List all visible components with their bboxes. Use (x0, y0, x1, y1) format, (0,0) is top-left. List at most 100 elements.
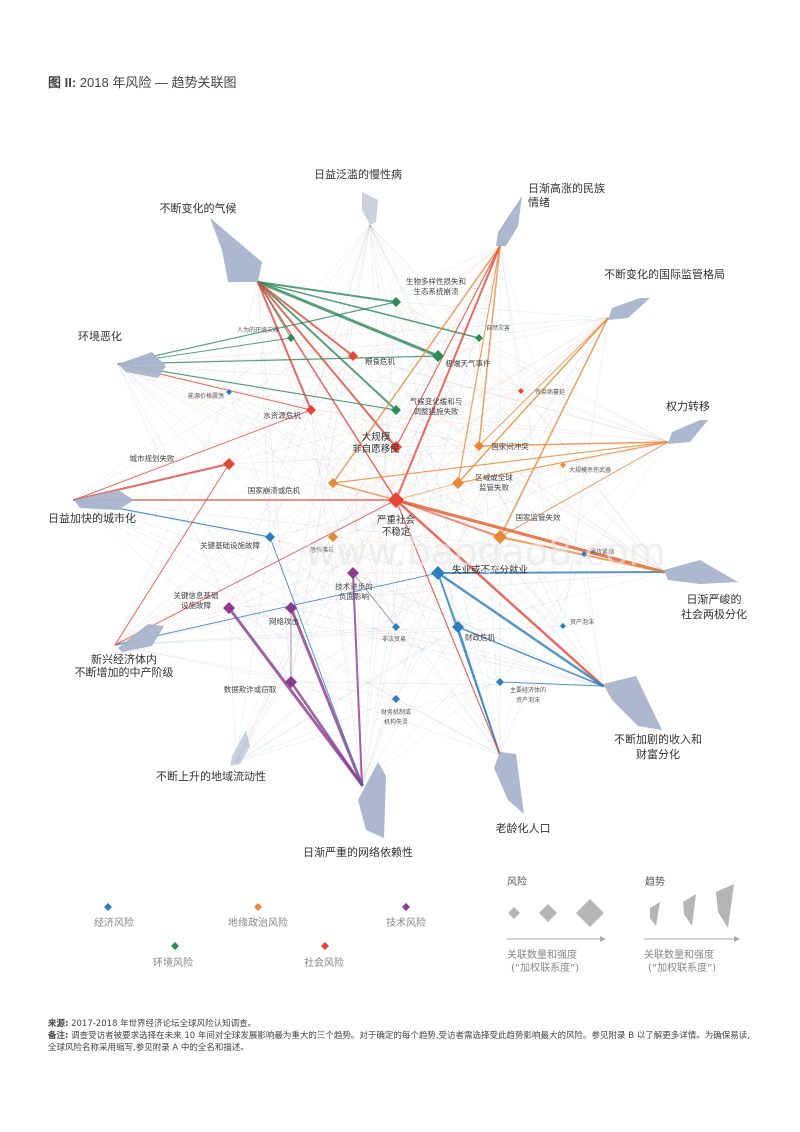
risk-label-r26: 非法贸易 (382, 635, 406, 643)
faint-link (361, 445, 480, 786)
faint-link (114, 390, 522, 646)
faint-link (395, 301, 604, 687)
faint-link (290, 245, 501, 609)
faint-link (395, 409, 665, 573)
risk-label-r15: 区域或全球 (475, 472, 513, 482)
faint-link (395, 245, 501, 628)
risk-node-r1 (391, 297, 401, 307)
faint-link (369, 224, 397, 411)
trend-shape-t5 (668, 420, 708, 444)
risk-node-r2 (287, 334, 295, 342)
trend-risk-link (332, 482, 665, 573)
risk-label-r18: 关键基础设施故障 (200, 540, 260, 550)
trend-risk-link (395, 245, 501, 448)
faint-link (395, 698, 501, 756)
risk-label-r30-line2: 机构失灵 (384, 718, 408, 726)
faint-link (257, 281, 459, 484)
risk-node-r18 (265, 532, 275, 542)
trend-shape-t12 (74, 490, 134, 510)
legend-trend-scale-line1: 关联数量和强度 (644, 948, 714, 961)
faint-link (257, 281, 271, 538)
faint-link (290, 681, 604, 687)
faint-link (114, 644, 292, 683)
risk-label-r9-line2: 调整措施失败 (414, 406, 459, 416)
figure-title: 图 II: 2018 年风险 — 趋势关联图 (48, 72, 237, 91)
faint-link (369, 224, 564, 627)
risk-label-r2: 人为的环境灾难 (237, 326, 279, 334)
trend-risk-link (257, 281, 292, 339)
faint-link (73, 499, 459, 628)
risk-node-r16 (388, 492, 404, 508)
trend-label-t6b: 社会两极分化 (681, 607, 747, 621)
legend-risk-head: 风险 (507, 875, 527, 888)
risk-node-r3 (475, 334, 483, 342)
faint-link (369, 224, 522, 392)
trend-label-t12: 日益加快的城市化 (48, 511, 136, 525)
trend-label-t2: 日益泛滥的慢性病 (314, 167, 402, 181)
legend-label-environmental: 环境风险 (153, 956, 193, 969)
faint-link (290, 317, 609, 339)
legend-risk-size-1 (508, 907, 520, 919)
faint-link (114, 536, 271, 646)
risk-risk-link (437, 572, 459, 628)
faint-link (290, 337, 665, 573)
faint-link (117, 363, 397, 501)
note-line: 备注: 调查受访者被要求选择在未来 10 年间对全球发展影响最为重大的三个趋势。… (48, 1030, 758, 1054)
faint-link (369, 224, 480, 339)
faint-link (269, 536, 501, 756)
faint-link (361, 301, 397, 786)
faint-link (73, 499, 501, 683)
faint-link (361, 482, 459, 786)
faint-link (257, 281, 334, 484)
faint-link (235, 572, 439, 763)
faint-link (369, 224, 459, 628)
risk-risk-link (395, 482, 459, 501)
risk-label-r1-line2: 生态系统崩溃 (414, 286, 459, 296)
trend-label-t6: 日渐严峻的 (687, 592, 742, 606)
trend-risk-link (289, 606, 364, 787)
faint-link (332, 482, 604, 687)
trend-risk-link (436, 571, 605, 688)
node-labels: 不断变化的气候日益泛滥的慢性病日渐高涨的民族情绪不断变化的国际监管格局权力转移日… (48, 167, 747, 859)
faint-link (369, 224, 585, 555)
faint-link (117, 363, 585, 555)
faint-link (228, 571, 665, 609)
faint-link (117, 363, 522, 392)
faint-link (457, 441, 669, 628)
trend-label-t3: 日渐高涨的民族 (528, 181, 605, 195)
risk-label-r23-line2: 设施故障 (181, 600, 211, 610)
risk-node-r4 (348, 351, 358, 361)
figure-title-prefix: 图 II: (48, 75, 77, 90)
risk-node-r26 (392, 623, 400, 631)
faint-link (73, 337, 480, 501)
faint-link (310, 409, 665, 573)
trend-risk-link (457, 626, 604, 687)
faint-link (228, 391, 669, 443)
risk-node-r27 (452, 621, 464, 633)
risk-label-r29-line2: 资产泡沫 (516, 696, 540, 704)
trend-risk-link (395, 499, 501, 756)
trend-risk-link (478, 245, 501, 447)
faint-link (73, 482, 459, 501)
risk-label-r17: 国家监管失效 (516, 512, 561, 522)
faint-link (73, 337, 292, 501)
trend-label-t11b: 不断增加的中产阶级 (75, 665, 174, 679)
faint-link (395, 317, 609, 700)
trend-risk-link (117, 355, 439, 365)
legend-label-geopolitical: 地缘政治风险 (228, 916, 288, 929)
faint-link (395, 626, 604, 687)
faint-link (73, 499, 585, 555)
faint-link (290, 224, 371, 609)
risk-risk-link (395, 499, 501, 538)
trend-risk-link (114, 499, 397, 646)
faint-link (499, 245, 522, 392)
legend-label-economic: 经济风险 (94, 916, 134, 929)
trend-label-t1: 不断变化的气候 (160, 201, 237, 215)
legend-label-societal: 社会风险 (304, 956, 344, 969)
faint-link (73, 499, 439, 574)
risk-node-r30 (392, 695, 400, 703)
risk-label-r14: 国家崩溃或危机 (248, 485, 301, 495)
legend-label-technological: 技术风险 (386, 916, 426, 929)
faint-link (520, 390, 669, 443)
faint-link (114, 464, 564, 646)
